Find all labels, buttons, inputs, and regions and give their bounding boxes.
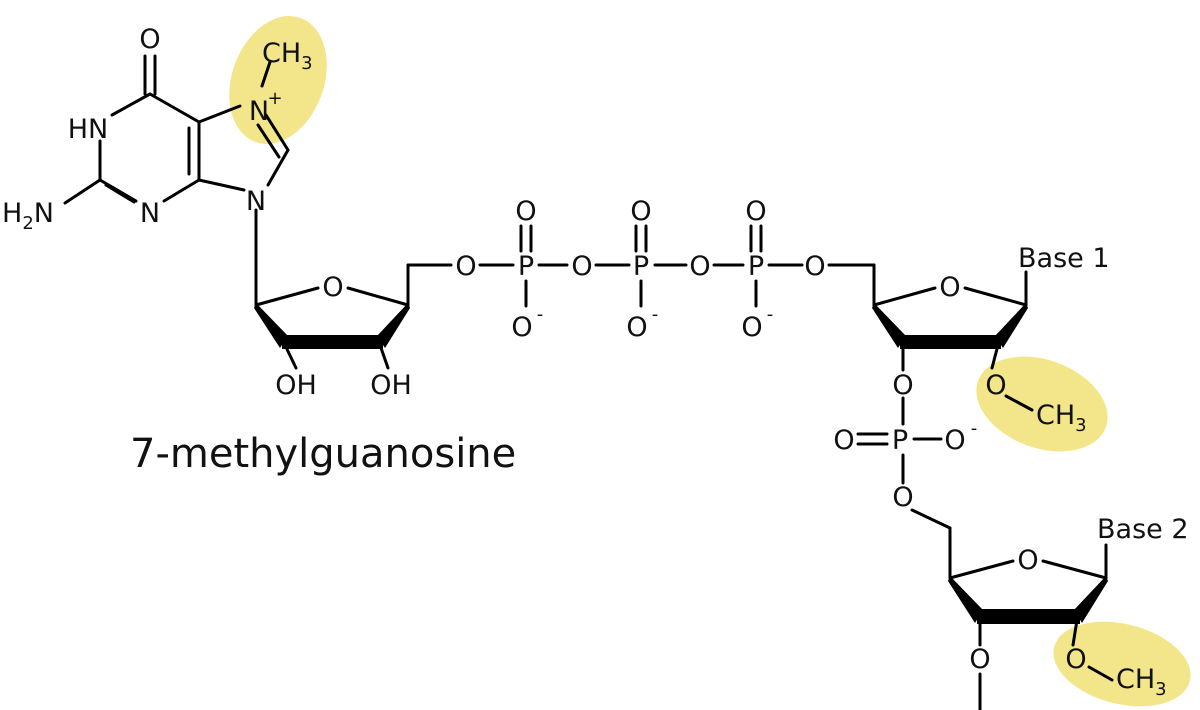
ribose2-2o-methyl: CH3 bbox=[1036, 400, 1087, 436]
base1-label: Base 1 bbox=[1018, 243, 1110, 274]
bonds bbox=[63, 54, 1114, 710]
n7-nitrogen: N bbox=[249, 96, 269, 127]
phosphorus-alpha: P bbox=[518, 251, 534, 282]
anionic-charge-gamma: - bbox=[767, 304, 774, 325]
ribose1-2-hydroxyl: OH bbox=[275, 370, 317, 401]
bridge-oxygen-3: O bbox=[689, 251, 710, 282]
atom-labels: O HN N N N + CH3 H2N O OH OH O P O P O P… bbox=[2, 24, 1167, 700]
anionic-oxygen-alpha: O bbox=[511, 312, 532, 343]
internal-anionic-charge: - bbox=[971, 418, 978, 439]
anionic-charge-beta: - bbox=[652, 304, 659, 325]
ribose1-ring-oxygen: O bbox=[322, 272, 343, 303]
anionic-charge-alpha: - bbox=[537, 304, 544, 325]
amino-group: H2N bbox=[2, 198, 54, 234]
base2-label: Base 2 bbox=[1097, 514, 1189, 545]
ribose2-ring-oxygen: O bbox=[939, 272, 960, 303]
phosphorus-gamma: P bbox=[748, 251, 764, 282]
diagram-title: 7-methylguanosine bbox=[130, 431, 516, 477]
bridge-oxygen-4: O bbox=[804, 251, 825, 282]
base2-2o-methyl-highlight bbox=[1053, 621, 1191, 707]
n7-positive-charge: + bbox=[267, 88, 282, 109]
ribose1-3-hydroxyl: OH bbox=[370, 370, 412, 401]
bridge-oxygen-2: O bbox=[571, 251, 592, 282]
ribose2-3-oxygen: O bbox=[892, 370, 913, 401]
phosphoryl-oxygen-gamma: O bbox=[745, 196, 766, 227]
n1-hn: HN bbox=[68, 114, 109, 145]
internal-phosphorus: P bbox=[892, 425, 908, 456]
ring-wedges bbox=[254, 303, 1108, 624]
methyl-highlights bbox=[229, 16, 1191, 707]
ribose3-3-oxygen: O bbox=[969, 644, 990, 675]
carbonyl-oxygen: O bbox=[139, 24, 160, 55]
ribose3-2o-methyl: CH3 bbox=[1116, 664, 1167, 700]
ribose3-2-oxygen: O bbox=[1065, 644, 1086, 675]
n7-methyl-highlight bbox=[229, 16, 327, 144]
internal-anionic-oxygen: O bbox=[944, 425, 965, 456]
n7-methyl-group: CH3 bbox=[262, 38, 313, 74]
anionic-oxygen-beta: O bbox=[626, 312, 647, 343]
ribose2-2-oxygen: O bbox=[985, 370, 1006, 401]
ribose3-ring-oxygen: O bbox=[1017, 545, 1038, 576]
internal-phosphoryl-oxygen: O bbox=[833, 425, 854, 456]
internal-5-oxygen: O bbox=[892, 482, 913, 513]
base1-2o-methyl-highlight bbox=[976, 356, 1108, 452]
phosphorus-beta: P bbox=[633, 251, 649, 282]
n3-nitrogen: N bbox=[140, 198, 160, 229]
phosphoryl-oxygen-alpha: O bbox=[515, 196, 536, 227]
anionic-oxygen-gamma: O bbox=[741, 312, 762, 343]
bridge-oxygen-1: O bbox=[455, 251, 476, 282]
phosphoryl-oxygen-beta: O bbox=[630, 196, 651, 227]
n9-nitrogen: N bbox=[246, 186, 266, 217]
